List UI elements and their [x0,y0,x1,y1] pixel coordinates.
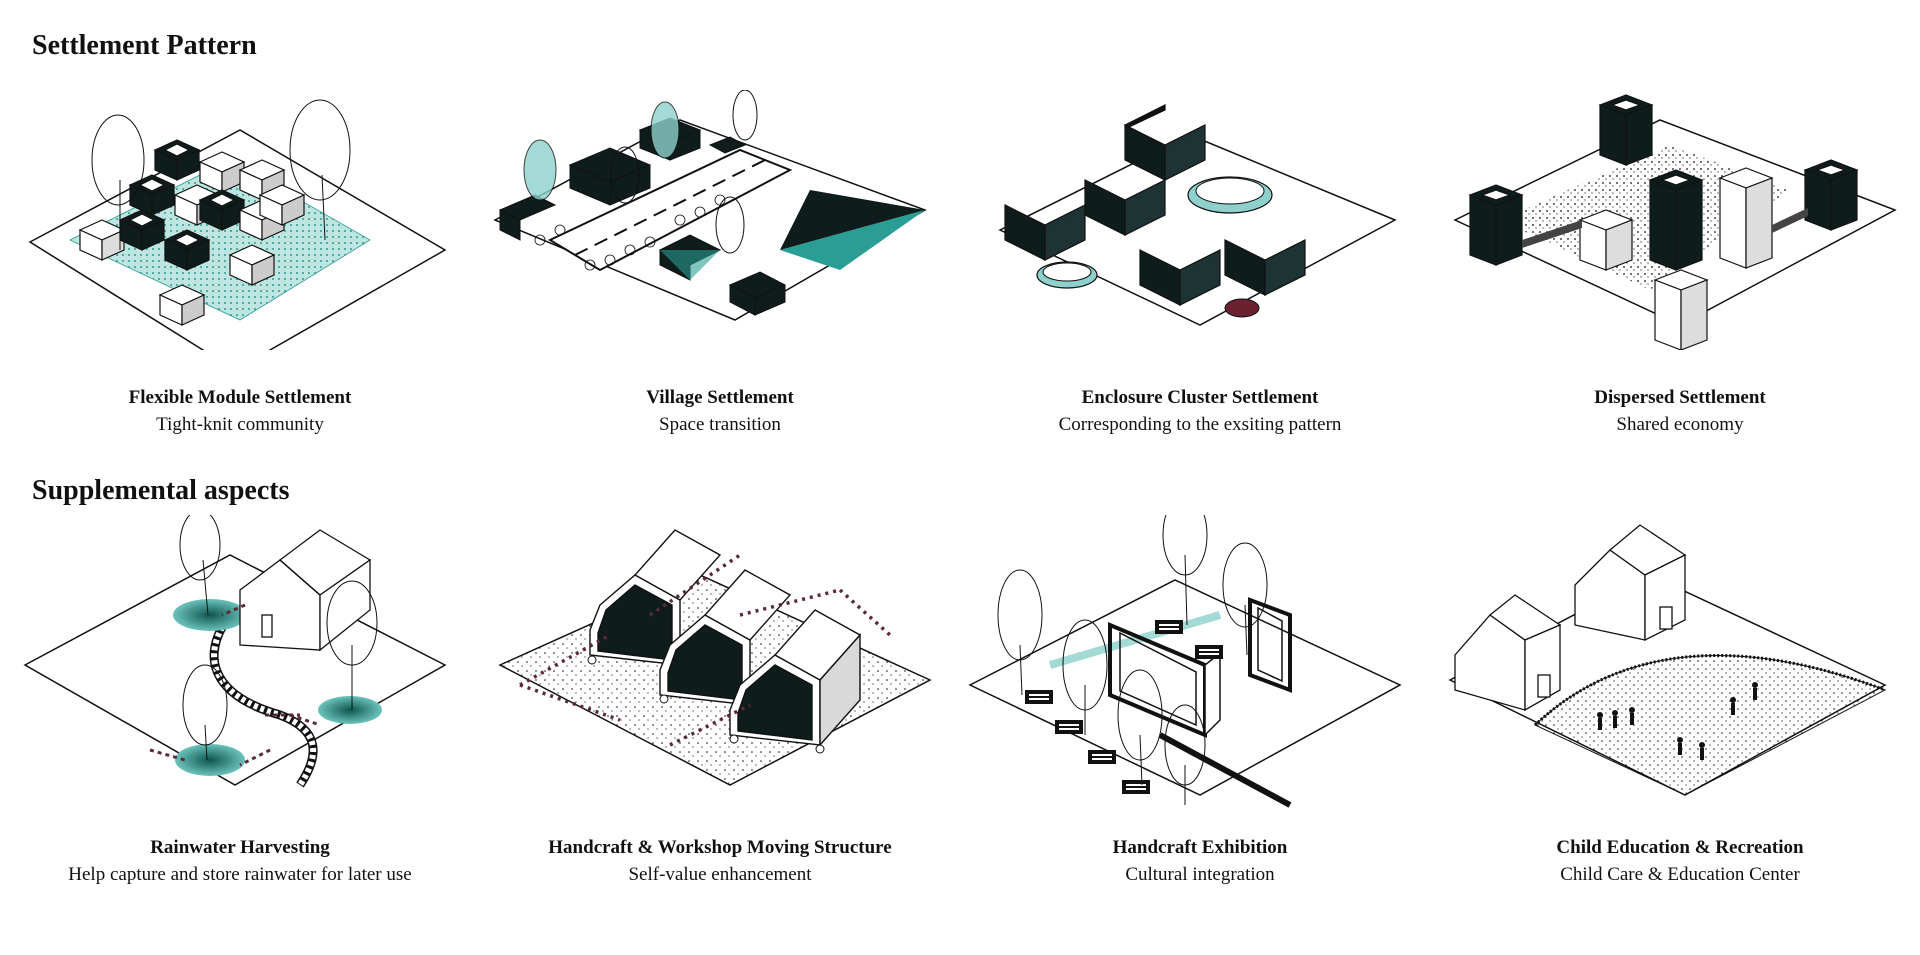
panel-handcraft-exhibition: Handcraft Exhibition Cultural integratio… [960,515,1440,955]
module-settlement-icon [28,99,447,350]
caption: Dispersed Settlement Shared economy [1440,385,1920,439]
panel-title: Flexible Module Settlement [128,387,352,408]
panel-title: Dispersed Settlement [1594,387,1766,408]
section-title-settlement-pattern: Settlement Pattern [32,30,257,61]
panel-subtitle: Space transition [659,414,781,435]
dispersed-settlement-icon [1453,94,1897,350]
panel-subtitle: Shared economy [1616,414,1744,435]
panel-subtitle: Corresponding to the exsiting pattern [1058,414,1342,435]
section-title-supplemental-aspects: Supplemental aspects [32,475,290,506]
caption: Enclosure Cluster Settlement Correspondi… [960,385,1440,439]
child-education-icon [1448,524,1887,796]
workshop-structure-icon [498,529,932,786]
caption: Handcraft Exhibition Cultural integratio… [960,835,1440,889]
caption: Child Education & Recreation Child Care … [1440,835,1920,889]
caption: Village Settlement Space transition [480,385,960,439]
caption: Flexible Module Settlement Tight-knit co… [0,385,480,439]
panel-flexible-module-settlement: Flexible Module Settlement Tight-knit co… [0,90,480,530]
panel-title: Village Settlement [646,387,794,408]
exhibition-icon [968,515,1402,808]
panel-village-settlement: Village Settlement Space transition [480,90,960,530]
panel-child-education-recreation: Child Education & Recreation Child Care … [1440,515,1920,955]
panel-title: Child Education & Recreation [1556,837,1804,858]
panel-subtitle: Cultural integration [1125,864,1275,885]
panel-subtitle: Self-value enhancement [628,864,812,885]
panel-title: Handcraft Exhibition [1112,837,1288,858]
panel-rainwater-harvesting: Rainwater Harvesting Help capture and st… [0,515,480,955]
caption: Rainwater Harvesting Help capture and st… [0,835,480,889]
panel-enclosure-cluster-settlement: Enclosure Cluster Settlement Correspondi… [960,90,1440,530]
rainwater-harvesting-icon [23,515,447,788]
caption: Handcraft & Workshop Moving Structure Se… [480,835,960,889]
enclosure-cluster-icon [998,104,1397,326]
panel-title: Rainwater Harvesting [150,837,330,858]
panel-title: Handcraft & Workshop Moving Structure [548,837,892,858]
panel-subtitle: Help capture and store rainwater for lat… [68,864,412,885]
panel-title: Enclosure Cluster Settlement [1081,387,1319,408]
panel-subtitle: Tight-knit community [156,414,324,435]
village-settlement-icon [493,90,927,321]
panel-subtitle: Child Care & Education Center [1560,864,1800,885]
panel-dispersed-settlement: Dispersed Settlement Shared economy [1440,90,1920,530]
panel-workshop-moving-structure: Handcraft & Workshop Moving Structure Se… [480,515,960,955]
